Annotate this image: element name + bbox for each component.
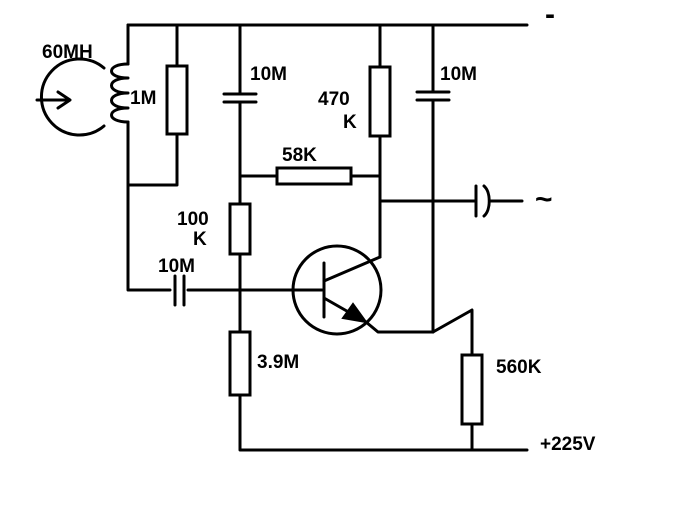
resistor-470k: 470 K [318,65,392,138]
resistor-1m-label: 1M [130,88,156,109]
inductor-arrow-head [56,90,72,110]
resistor-100k-label-line1: 100 [177,209,209,230]
capacitor-left-top: 10M [222,64,287,104]
resistor-470k-label-line1: 470 [318,89,350,110]
capacitor-right-top: 10M [415,64,477,102]
capacitor-left-top-label: 10M [250,64,287,85]
resistor-470k-body [368,65,392,138]
resistor-560k-label: 560K [496,357,542,378]
capacitor-input-label: 10M [158,256,195,277]
resistor-1m: 1M [130,64,189,136]
inductor-60mh: 60MH [35,42,130,137]
positive-terminal-label: +225V [540,434,596,455]
negative-terminal-label: - [545,0,555,31]
inductor-dish [39,57,106,137]
wire-emitter [364,320,435,334]
wire-1m-bottom [126,132,179,187]
resistor-560k-body [460,353,484,426]
inductor-coil [110,62,130,124]
resistor-58k-body [275,166,353,186]
resistor-100k-label-line2: K [193,229,207,250]
wire-3-9m-bottom [238,393,529,452]
wire-inductor-bottom [126,120,172,292]
transistor-envelope [291,244,383,336]
resistor-100k-body [228,202,252,256]
output-terminal-label: ~ [535,183,553,216]
transistor-emitter-arrow [341,302,369,324]
resistor-1m-body [165,64,189,136]
wires [126,23,529,452]
resistor-58k: 58K [275,145,353,186]
resistor-3-9m-body [228,330,252,397]
inductor-label: 60MH [42,42,93,63]
resistor-58k-label: 58K [282,145,317,166]
capacitor-output [474,184,491,218]
resistor-470k-label-line2: K [343,112,357,133]
transistor-collector [322,255,382,283]
capacitor-input: 10M [158,256,195,307]
capacitor-right-top-label: 10M [440,64,477,85]
cap-plate-right [482,184,491,218]
transistor [291,244,383,336]
resistor-3-9m: 3.9M [228,330,299,397]
resistor-100k: 100 K [177,202,252,256]
wire-560k-top [431,308,474,357]
resistor-560k: 560K [460,353,542,426]
resistor-3-9m-label: 3.9M [257,352,299,373]
